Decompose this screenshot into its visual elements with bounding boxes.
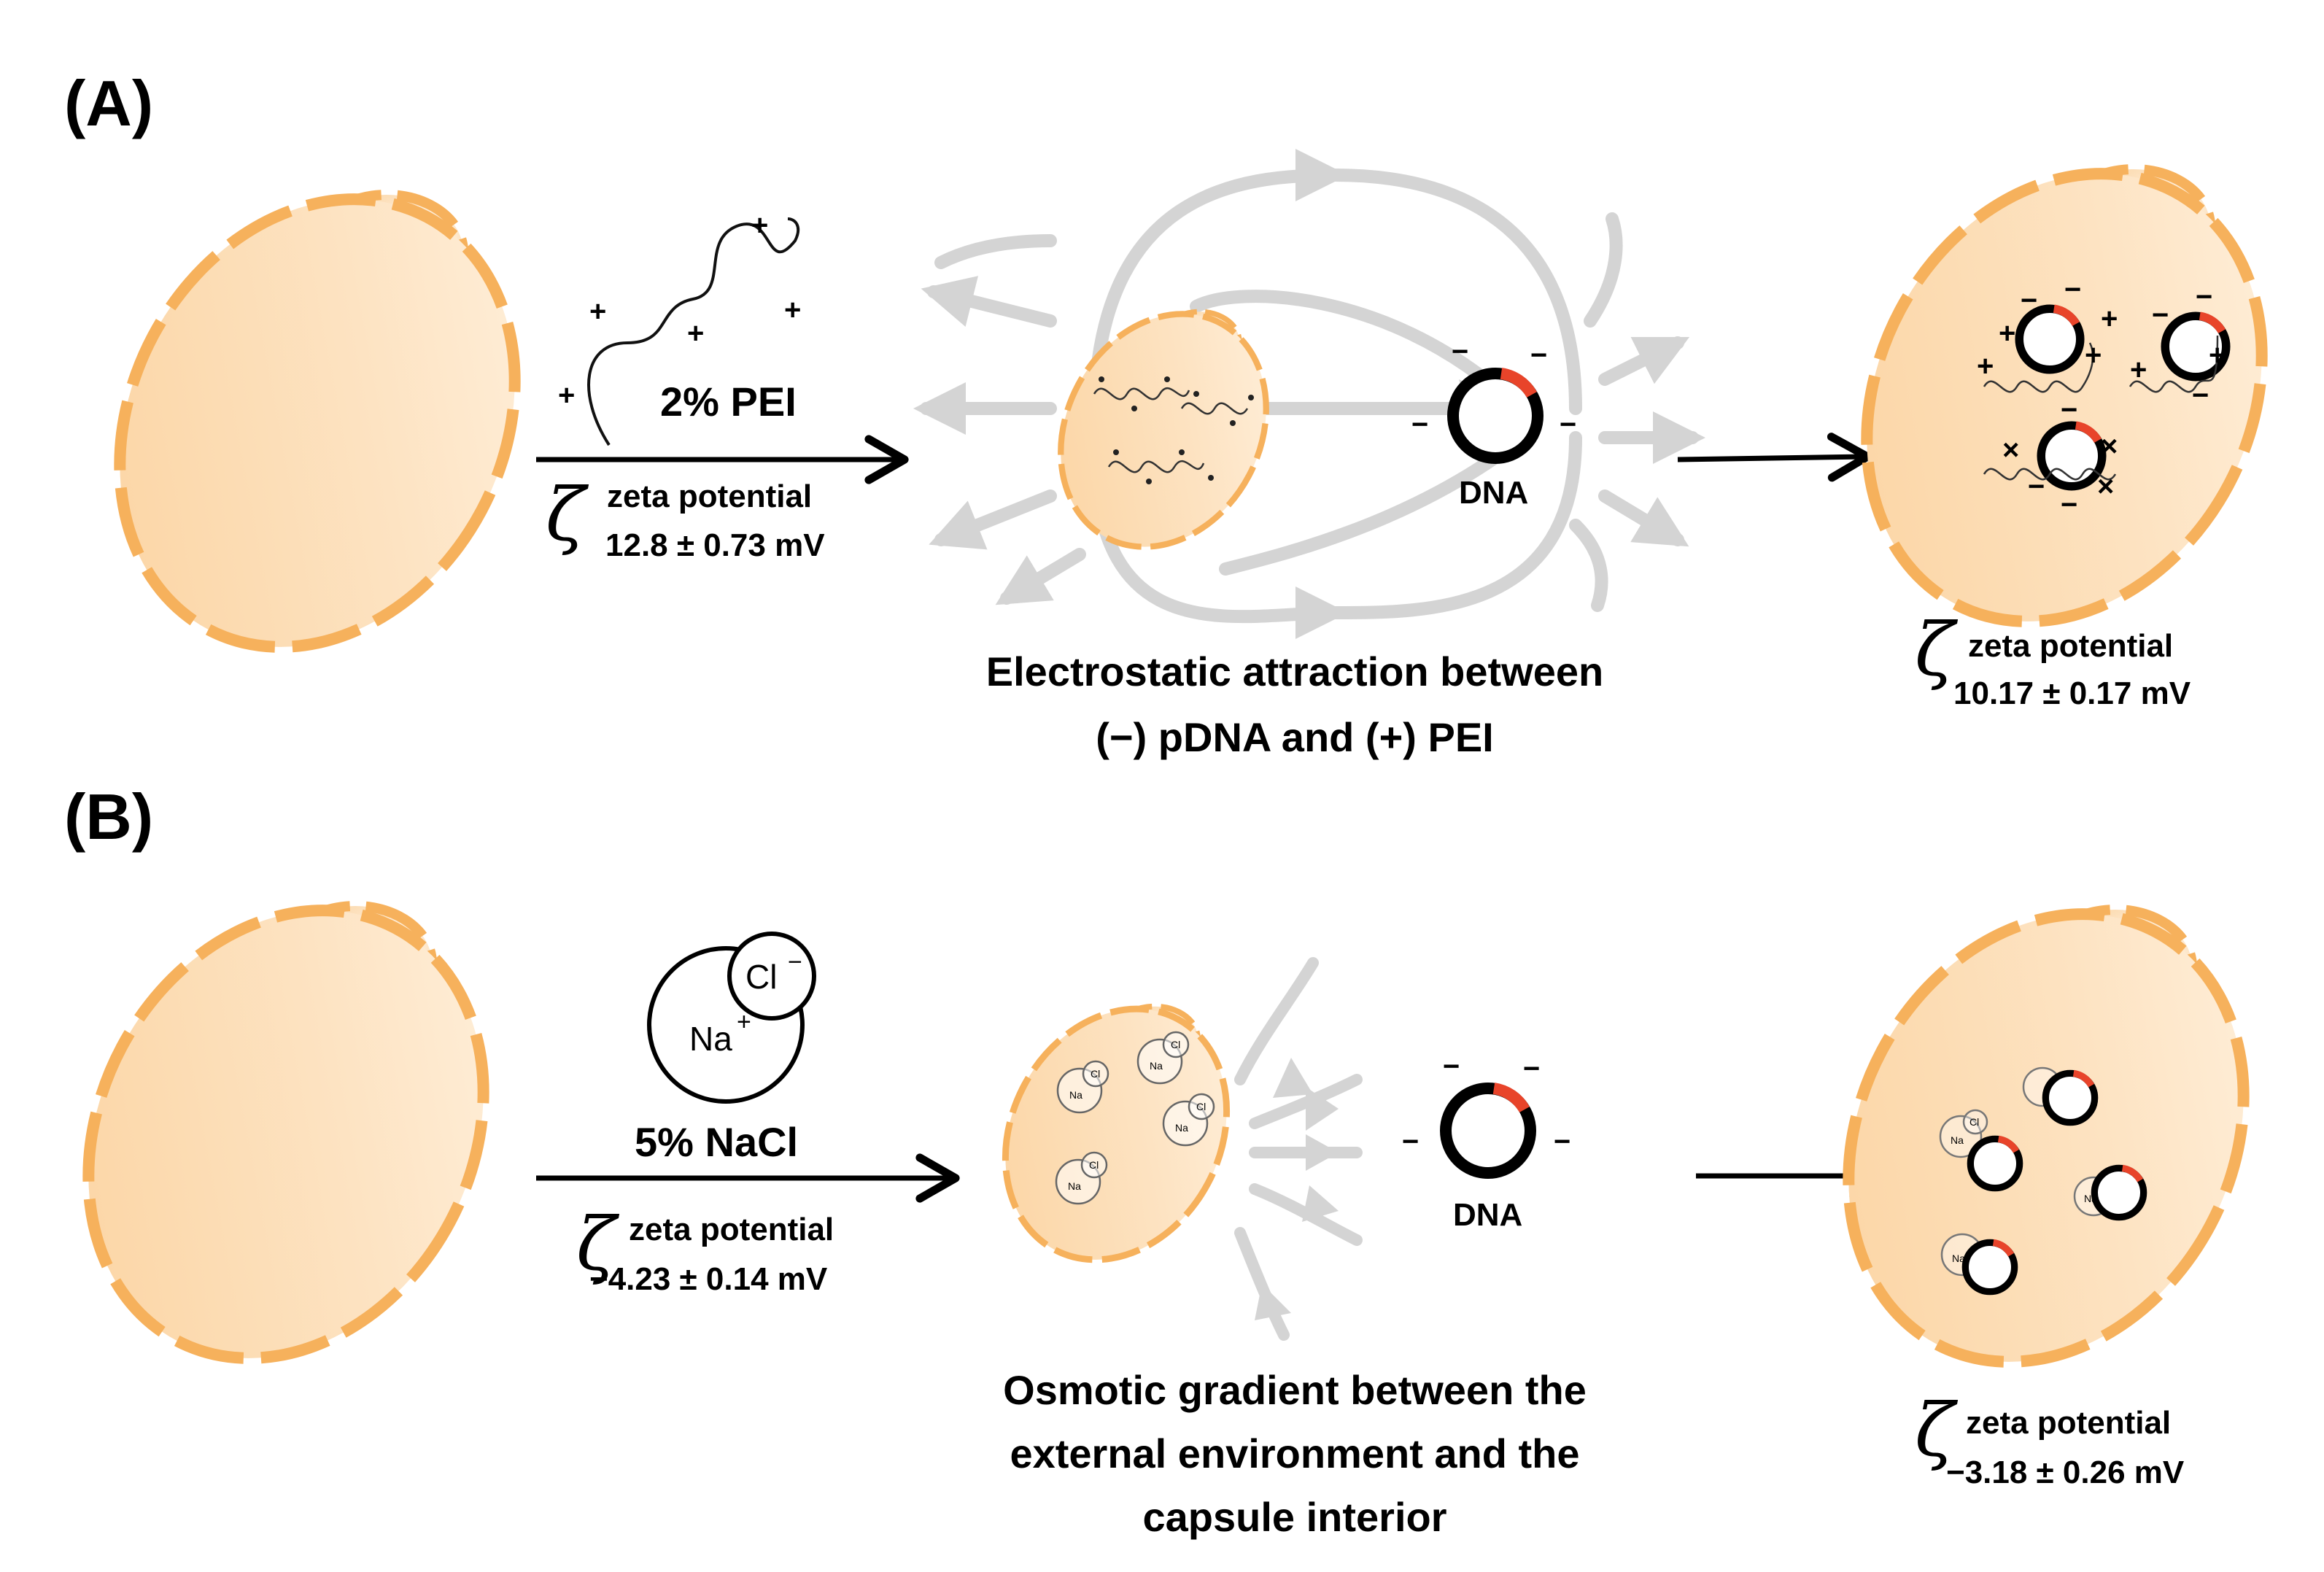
panel-a-yeast-cell-end <box>1791 104 2324 692</box>
svg-text:Cl: Cl <box>1969 1116 1979 1128</box>
panel-b-ion-pairs <box>1055 1031 1215 1205</box>
panel-a-zeta-label-1: zeta potential <box>607 479 812 514</box>
svg-text:−: − <box>1560 409 1576 441</box>
svg-text:+: + <box>2085 339 2102 371</box>
svg-text:+: + <box>784 294 801 326</box>
panel-b-zeta-symbol-2: ζ <box>1915 1387 1959 1473</box>
svg-text:+: + <box>1999 317 2015 349</box>
svg-text:+: + <box>1977 350 1994 382</box>
svg-text:−: − <box>788 948 802 976</box>
panel-b-osmotic-arrowheads <box>1255 1058 1339 1320</box>
svg-text:Na: Na <box>1069 1089 1082 1101</box>
svg-text:+: + <box>2209 339 2226 371</box>
panel-b-yeast-cell-start <box>12 841 560 1428</box>
panel-a-cell-pei-dots <box>1099 376 1254 484</box>
svg-text:×: × <box>2097 471 2114 503</box>
panel-a-label: (A) <box>64 67 153 139</box>
panel-a-zeta-label-2: zeta potential <box>1968 628 2173 664</box>
svg-text:Cl: Cl <box>1091 1068 1100 1080</box>
svg-text:−: − <box>1443 1050 1460 1083</box>
svg-text:−: − <box>1554 1126 1570 1158</box>
svg-text:−: − <box>2064 274 2081 306</box>
svg-text:−: − <box>1452 336 1468 368</box>
svg-text:Na: Na <box>1068 1180 1081 1192</box>
panel-a-reagent-label: 2% PEI <box>660 379 797 425</box>
panel-a-zeta-value-1: 12.8 ± 0.73 mV <box>605 527 825 563</box>
panel-b-dna-plasmid <box>1446 1088 1530 1173</box>
panel-a-loaded-charges: − − + + + + − − + − + − × × − − × <box>1977 274 2226 521</box>
panel-b-zeta-symbol-1: ζ <box>576 1201 620 1287</box>
svg-text:+: + <box>2130 354 2147 386</box>
svg-text:+: + <box>558 379 575 411</box>
svg-text:×: × <box>2101 430 2118 462</box>
svg-text:−: − <box>2196 281 2212 313</box>
panel-b-nacl-icon: Cl − Na + <box>647 932 816 1104</box>
svg-text:−: − <box>1402 1126 1419 1158</box>
svg-text:+: + <box>737 1008 751 1036</box>
svg-text:+: + <box>687 317 704 349</box>
svg-text:−: − <box>2192 379 2209 411</box>
panel-b-yeast-cell-end <box>1773 845 2320 1432</box>
svg-text:Cl: Cl <box>1089 1159 1099 1171</box>
panel-b-zeta-value-1: −4.23 ± 0.14 mV <box>589 1261 828 1297</box>
panel-a-caption-line-2: (−) pDNA and (+) PEI <box>1096 714 1494 760</box>
panel-a-dna-plasmid <box>1453 373 1538 458</box>
panel-b-caption-line-2: external environment and the <box>1010 1430 1579 1476</box>
svg-text:Na: Na <box>689 1020 732 1058</box>
panel-b-zeta-value-2: −3.18 ± 0.26 mV <box>1946 1455 2185 1490</box>
svg-text:−: − <box>2061 489 2077 521</box>
panel-b-caption-line-1: Osmotic gradient between the <box>1003 1367 1587 1413</box>
panel-a-dna-charges: − − − − <box>1411 336 1576 441</box>
panel-a-zeta-value-2: 10.17 ± 0.17 mV <box>1953 675 2191 711</box>
svg-text:−: − <box>2152 299 2169 331</box>
svg-text:Na: Na <box>1951 1134 1964 1146</box>
panel-b-dna-charges: − − − − <box>1402 1050 1570 1158</box>
panel-b-yeast-cell-nacl <box>963 970 1269 1299</box>
svg-text:+: + <box>589 295 606 328</box>
panel-a-arrow-2 <box>1677 433 1872 482</box>
panel-a-loaded-squiggles <box>1983 335 2219 481</box>
panel-a-zeta-symbol-1: ζ <box>546 472 589 557</box>
panel-a-field-lines <box>913 148 1705 640</box>
svg-text:+: + <box>2101 303 2118 335</box>
svg-text:−: − <box>1411 409 1428 441</box>
svg-text:×: × <box>2002 434 2019 466</box>
svg-text:−: − <box>1523 1053 1540 1085</box>
panel-b-osmotic-lines <box>1234 957 1363 1341</box>
panel-a-pei-charges: + + + + + <box>558 209 801 411</box>
panel-a-zeta-symbol-2: ζ <box>1915 607 1959 692</box>
panel-b-zeta-label-1: zeta potential <box>629 1212 834 1247</box>
svg-text:Na: Na <box>1952 1252 1965 1264</box>
svg-text:−: − <box>1530 339 1547 371</box>
panel-a-caption-line-1: Electrostatic attraction between <box>986 648 1603 694</box>
panel-b-reagent-label: 5% NaCl <box>635 1119 798 1165</box>
panel-a-yeast-cell-start <box>44 130 592 717</box>
panel-a-dna-label: DNA <box>1459 475 1528 511</box>
svg-text:−: − <box>2061 394 2077 426</box>
panel-b-zeta-label-2: zeta potential <box>1966 1405 2171 1441</box>
panel-a-cell-pei-squiggles <box>1093 387 1249 473</box>
panel-b-dna-label: DNA <box>1453 1197 1522 1233</box>
panel-a-pei-polymer <box>587 217 800 446</box>
svg-text:−: − <box>2021 284 2037 317</box>
panel-b-ion-labels: Cl Na Cl Na Cl Na Cl Na <box>1068 1039 1206 1192</box>
svg-text:Cl: Cl <box>1171 1039 1180 1050</box>
svg-text:+: + <box>751 209 768 241</box>
svg-text:Na: Na <box>1150 1060 1163 1072</box>
svg-text:Na: Na <box>1175 1122 1188 1134</box>
panel-b-caption-line-3: capsule interior <box>1142 1494 1446 1540</box>
panel-a-yeast-cell-pei <box>1021 278 1306 583</box>
panel-b-label: (B) <box>64 781 153 853</box>
svg-text:Cl: Cl <box>745 958 777 996</box>
svg-text:−: − <box>2028 471 2045 503</box>
svg-text:Cl: Cl <box>1196 1101 1206 1112</box>
